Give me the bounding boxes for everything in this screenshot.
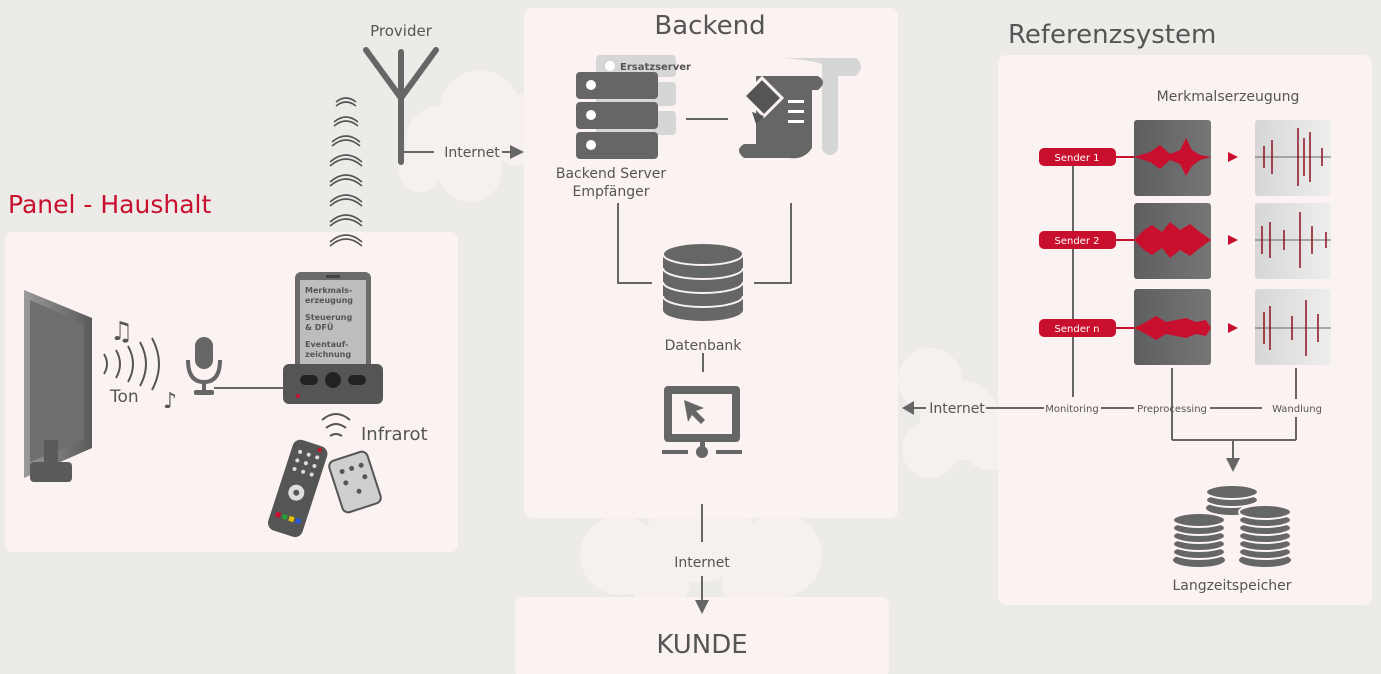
infrared-icon [321,413,351,437]
arrow-1-icon [1228,152,1238,162]
server-label-line1: Backend Server [556,166,666,182]
preprocessing-label: Preprocessing [1137,404,1207,415]
device-line-5: Eventauf- [305,340,348,349]
small-remote-icon [328,450,382,514]
device-line-6: zeichnung [305,350,351,359]
reference-title: Referenzsystem [1008,20,1216,50]
tv-icon [24,290,92,482]
monitor-cursor-icon [662,386,742,458]
storage-arrow-head [1226,458,1240,472]
music-note-icon: ♫ ♪ [110,317,177,414]
server-icon [576,72,658,159]
device-line-4: & DFÜ [305,322,333,332]
monitoring-label: Monitoring [1045,404,1098,415]
sender-2-badge [1039,231,1116,249]
radio-waves-icon [329,97,363,247]
sender-n-label: Sender n [1055,324,1100,335]
microphone-icon [186,337,222,395]
device-screen-text: Merkmals- erzeugung Steuerung & DFÜ Even… [305,286,353,359]
backend-title: Backend [654,11,765,41]
database-icon [662,242,744,321]
reference-arrow-head [902,401,914,415]
wandlung-pill [1262,399,1332,417]
sound-waves-icon [103,337,160,391]
customer-arrow-head [695,600,709,614]
sender-1-badge [1039,148,1116,166]
spectrogram-n-lines [1255,300,1331,356]
backend-connector-lines [617,203,792,372]
sender-1-label: Sender 1 [1055,153,1100,164]
database-label: Datenbank [665,338,743,354]
internet-label-reference: Internet [929,401,985,417]
spectrogram-1-lines [1255,128,1331,186]
monitoring-pill [1044,399,1101,417]
sender-2-label: Sender 2 [1055,236,1100,247]
internet-label-provider: Internet [444,145,500,161]
document-edit-icon [739,58,861,159]
waveform-2-signal [1134,222,1211,258]
measurement-device [283,272,383,404]
storage-label: Langzeitspeicher [1172,578,1291,594]
svg-text:♪: ♪ [163,389,177,414]
provider-arrow-head [510,145,524,159]
arrow-2-icon [1228,235,1238,245]
customer-box [515,597,889,674]
spectrogram-n [1255,289,1331,365]
sender-n-badge [1039,319,1116,337]
arrow-n-icon [1228,323,1238,333]
panel-title: Panel - Haushalt [8,190,211,219]
spectrogram-2-lines [1255,212,1331,268]
waveform-1-signal [1134,138,1211,176]
device-line-2: erzeugung [305,296,353,305]
reference-connector-lines [986,165,1297,462]
svg-text:♫: ♫ [110,317,133,347]
spectrogram-1 [1255,120,1331,196]
infrared-label: Infrarot [361,424,428,445]
spare-server-label: Ersatzserver [620,62,691,73]
antenna-icon [363,47,439,165]
device-line-3: Steuerung [305,313,352,322]
tv-remote-icon [267,439,328,538]
customer-label: KUNDE [656,630,747,660]
provider-label: Provider [370,22,433,40]
server-label-line2: Empfänger [572,184,649,200]
sound-label: Ton [109,387,139,407]
internet-label-customer: Internet [674,555,730,571]
device-line-1: Merkmals- [305,286,352,295]
wandlung-label: Wandlung [1272,404,1322,415]
feature-title: Merkmalserzeugung [1157,89,1300,105]
spectrogram-2 [1255,203,1331,279]
storage-icon [1172,484,1292,567]
waveform-n-signal [1134,316,1211,340]
